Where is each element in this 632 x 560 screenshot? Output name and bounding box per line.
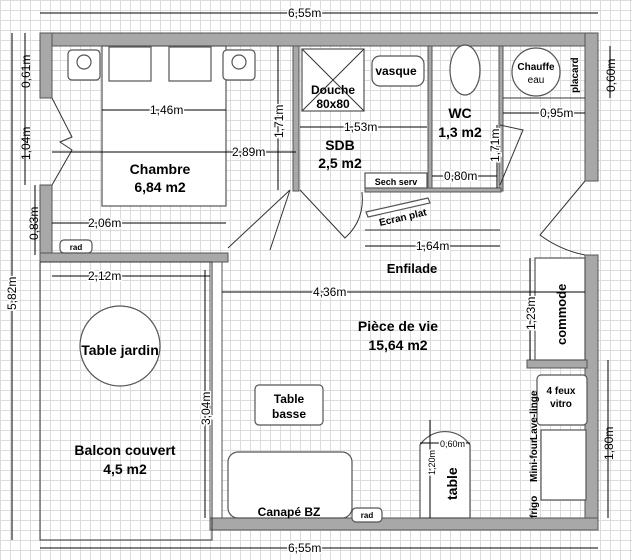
sofa bbox=[227, 451, 353, 519]
dim-top: 6,55m bbox=[288, 6, 321, 20]
coffee-table-label-2: basse bbox=[272, 407, 306, 421]
water-heater bbox=[511, 47, 561, 97]
sink bbox=[540, 429, 587, 501]
room-vie-area: 15,64 m2 bbox=[368, 337, 427, 353]
room-vie-name: Pièce de vie bbox=[358, 318, 438, 334]
closet-label: placard bbox=[570, 57, 581, 93]
doors bbox=[51, 97, 586, 256]
dining-table-label: table bbox=[444, 467, 460, 500]
dim-chambre-206: 2,06m bbox=[88, 216, 121, 230]
room-wc-area: 1,3 m2 bbox=[438, 124, 482, 140]
cooktop bbox=[536, 374, 588, 426]
washbasin bbox=[371, 55, 425, 87]
washing-machine-label: Lave-linge bbox=[529, 390, 540, 440]
dim-left-061: 0,61m bbox=[19, 55, 33, 88]
coffee-table bbox=[254, 384, 324, 426]
water-heater-label: Chauffe bbox=[517, 62, 555, 73]
washbasin-label: vasque bbox=[375, 64, 417, 78]
radiator bbox=[59, 239, 93, 254]
dim-placard-095: 0,95m bbox=[540, 106, 573, 120]
dim-balcon-212: 2,12m bbox=[88, 269, 121, 283]
shower-label: Douche bbox=[311, 83, 355, 97]
dryer-label: Sech serv bbox=[375, 177, 418, 187]
dryer-rack bbox=[364, 172, 428, 189]
lamp-icon bbox=[231, 54, 247, 70]
sofa-label: Canapé BZ bbox=[258, 505, 321, 519]
fridge-label: frigo bbox=[529, 496, 540, 518]
toilet bbox=[449, 44, 481, 96]
lamp-icon bbox=[76, 54, 92, 70]
dim-vie-436: 4,36m bbox=[313, 285, 346, 299]
coffee-table-label: Table bbox=[274, 392, 305, 406]
room-balcon-area: 4,5 m2 bbox=[103, 461, 147, 477]
radiator bbox=[351, 507, 383, 523]
mini-oven-label: Mini-four bbox=[529, 439, 540, 482]
tv-screen bbox=[365, 197, 431, 218]
dimension-lines bbox=[11, 12, 611, 549]
cooktop-label: 4 feux bbox=[547, 386, 576, 397]
water-heater-label-2: eau bbox=[528, 75, 545, 86]
dim-sdb-153: 1,53m bbox=[344, 120, 377, 134]
garden-table-label: Table jardin bbox=[81, 342, 159, 358]
radiator-label: rad bbox=[70, 243, 83, 252]
dim-chambre-width: 2,89m bbox=[232, 145, 265, 159]
dim-bed-width: 1,46m bbox=[150, 103, 183, 117]
dim-left-104: 1,04m bbox=[19, 127, 33, 160]
dim-chambre-171: 1,71m bbox=[272, 105, 286, 138]
room-chambre-area: 6,84 m2 bbox=[134, 179, 186, 195]
dim-left-total: 5,82m bbox=[5, 277, 19, 310]
dim-right-060: 0,60m bbox=[604, 59, 618, 92]
room-balcon-name: Balcon couvert bbox=[74, 442, 175, 458]
dim-table-120: 1,20m bbox=[427, 450, 437, 475]
dimension-labels: 6,55m 6,55m 5,82m 0,61m 1,04m 0,83m 0,60… bbox=[4, 5, 619, 557]
dresser-label: commode bbox=[554, 284, 569, 345]
dim-table-060: 0,60m bbox=[440, 439, 465, 449]
room-sdb-name: SDB bbox=[325, 137, 355, 153]
dresser bbox=[534, 257, 586, 361]
balcony-outline bbox=[39, 261, 213, 541]
garden-table bbox=[79, 305, 161, 387]
walls bbox=[39, 32, 599, 531]
radiator-label-2: rad bbox=[361, 511, 374, 520]
dim-commode-123: 1,23m bbox=[524, 297, 538, 330]
dim-right-180: 1,80m bbox=[602, 427, 616, 460]
dining-table bbox=[419, 431, 471, 519]
cooktop-label-2: vitro bbox=[550, 399, 572, 410]
dim-wc-080: 0,80m bbox=[444, 169, 477, 183]
dim-wc-171: 1,71m bbox=[488, 129, 502, 162]
shower-size: 80x80 bbox=[316, 97, 350, 111]
room-sdb-area: 2,5 m2 bbox=[318, 155, 362, 171]
dim-balcon-304: 3,04m bbox=[199, 392, 213, 425]
dim-left-083: 0,83m bbox=[27, 207, 41, 240]
room-wc-name: WC bbox=[448, 105, 471, 121]
dim-bottom: 6,55m bbox=[288, 541, 321, 555]
dim-enfilade-164: 1,64m bbox=[416, 239, 449, 253]
room-enfilade-name: Enfilade bbox=[387, 261, 438, 276]
room-chambre-name: Chambre bbox=[130, 161, 191, 177]
